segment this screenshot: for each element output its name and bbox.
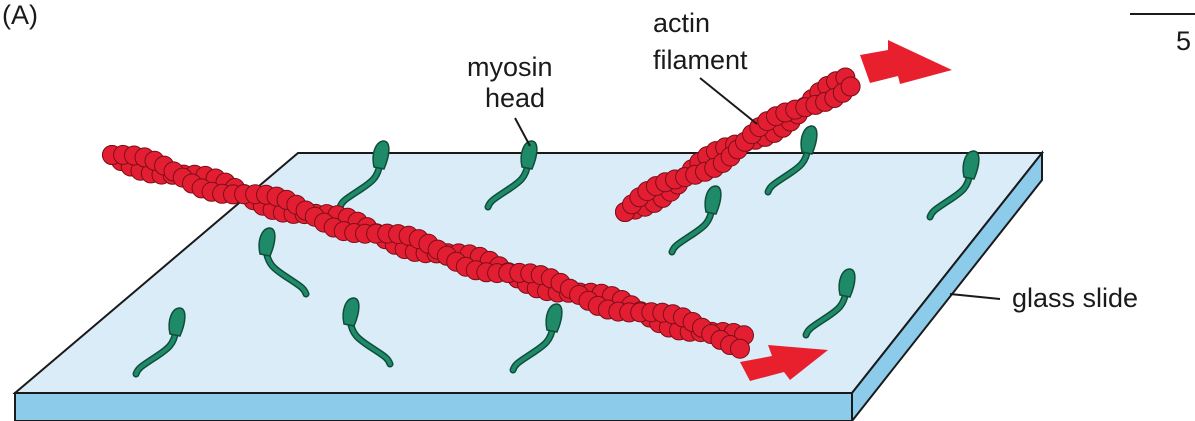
myosin-label-line2: head bbox=[485, 83, 545, 113]
panel-label: (A) bbox=[2, 0, 38, 30]
myosin-label-line1: myosin bbox=[467, 52, 553, 82]
actin-monomer bbox=[841, 77, 860, 96]
actin-monomer bbox=[731, 339, 750, 358]
slide-front-edge bbox=[15, 393, 852, 421]
direction-arrow-upper bbox=[860, 40, 952, 84]
corner-fragment: 5 bbox=[1176, 26, 1191, 56]
myosin-leader-line bbox=[515, 118, 530, 146]
slide-leader-line bbox=[950, 294, 1000, 299]
actin-label-line1: actin bbox=[653, 8, 710, 38]
actin-leader-line bbox=[700, 78, 757, 124]
actin-label-line2: filament bbox=[653, 45, 748, 75]
slide-label: glass slide bbox=[1012, 283, 1138, 313]
